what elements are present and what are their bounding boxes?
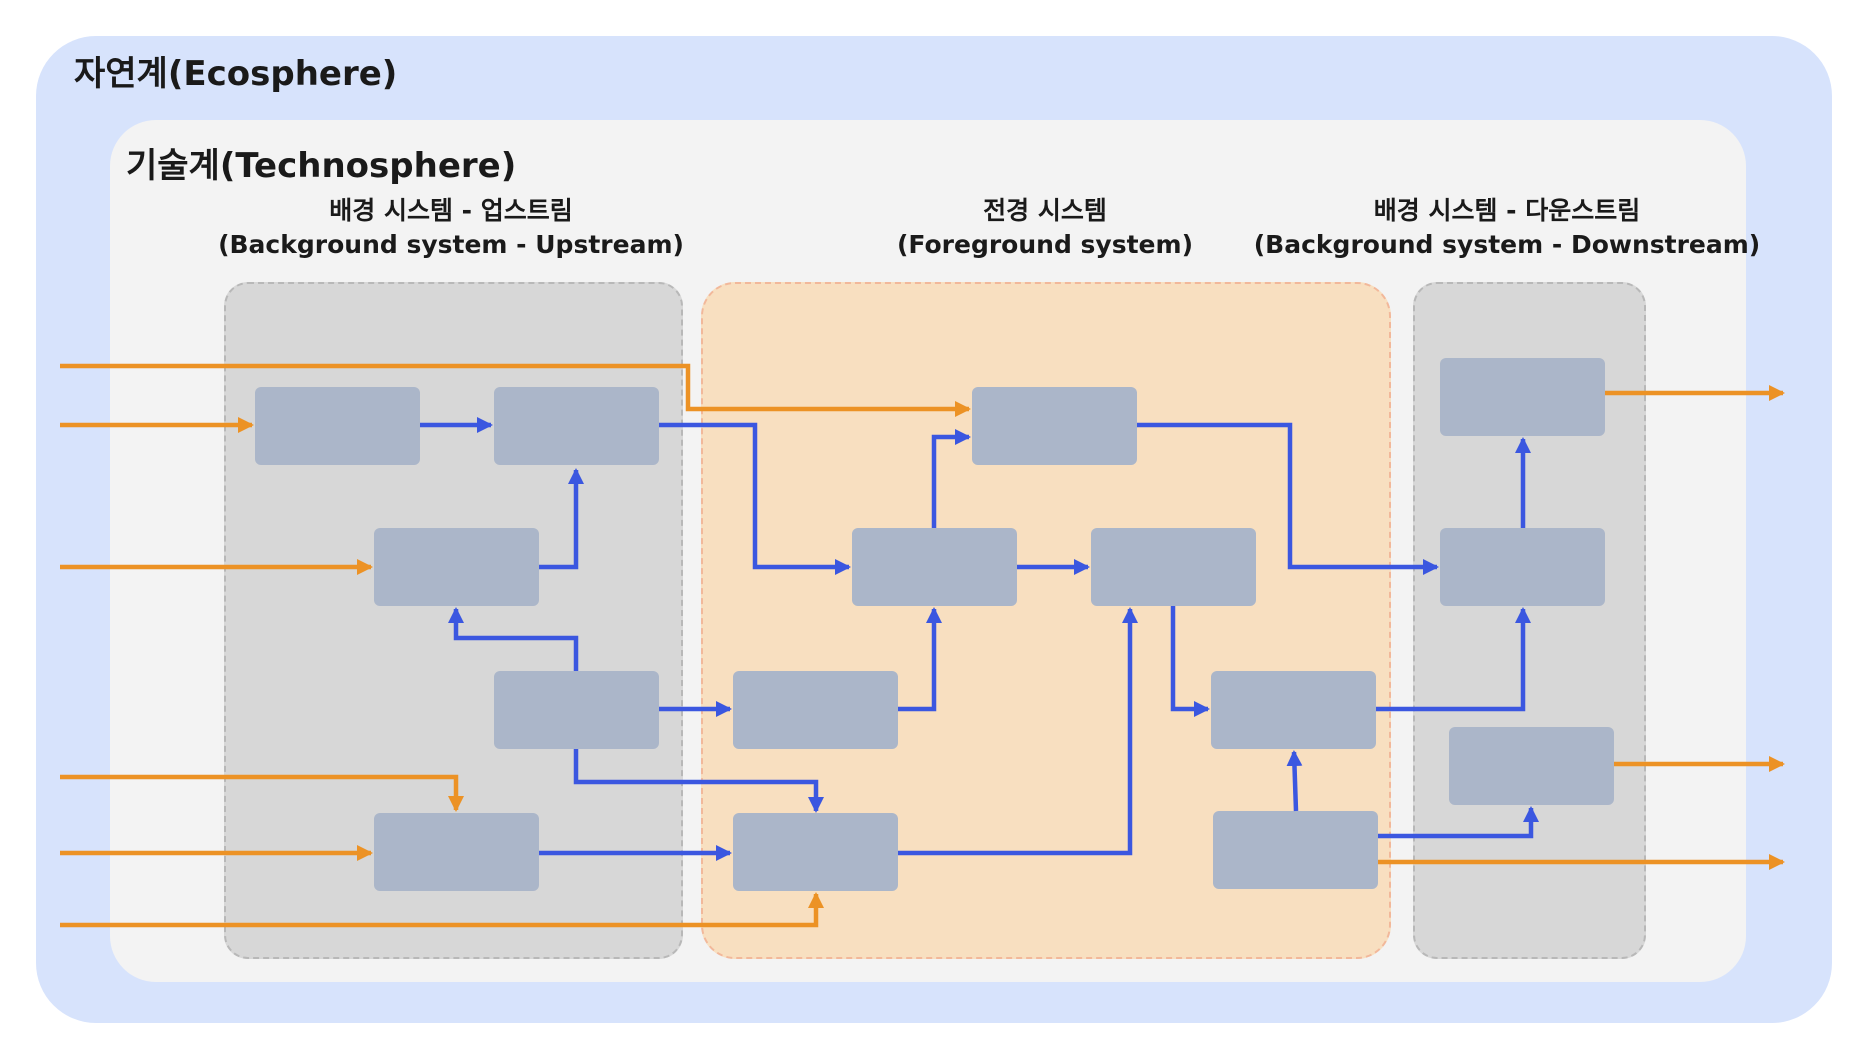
upstream-title-en: (Background system - Upstream) — [218, 230, 684, 259]
ecosphere-label: 자연계(Ecosphere) — [74, 54, 398, 94]
process-box — [1091, 528, 1256, 606]
process-box — [1213, 811, 1378, 889]
technosphere-flow-arrow — [1376, 607, 1531, 712]
foreground-title-ko: 전경 시스템 — [983, 196, 1107, 225]
process-box — [733, 671, 898, 749]
process-box — [1440, 528, 1605, 606]
foreground-title: 전경 시스템 (Foreground system) — [897, 194, 1193, 262]
technosphere-flow-arrow — [931, 429, 971, 528]
downstream-title: 배경 시스템 - 다운스트림 (Background system - Down… — [1254, 194, 1760, 262]
process-box — [852, 528, 1017, 606]
process-box — [972, 387, 1137, 465]
technosphere-flow-arrow — [573, 749, 824, 813]
technosphere-label: 기술계(Technosphere) — [126, 146, 517, 186]
elementary-flow-arrow — [60, 363, 971, 417]
upstream-title-ko: 배경 시스템 - 업스트림 — [329, 196, 573, 225]
downstream-title-ko: 배경 시스템 - 다운스트림 — [1373, 196, 1641, 225]
technosphere-flow-arrow — [1170, 606, 1210, 717]
technosphere-flow-arrow — [898, 607, 1138, 856]
technosphere-flow-arrow — [659, 422, 851, 575]
process-box — [1440, 358, 1605, 436]
process-box — [1211, 671, 1376, 749]
upstream-title: 배경 시스템 - 업스트림 (Background system - Upstr… — [218, 194, 684, 262]
process-box — [733, 813, 898, 891]
downstream-title-en: (Background system - Downstream) — [1253, 230, 1761, 259]
process-box — [374, 528, 539, 606]
technosphere-flow-arrow — [539, 468, 584, 570]
process-box — [1449, 727, 1614, 805]
elementary-flow-arrow — [60, 774, 464, 812]
foreground-title-en: (Foreground system) — [897, 230, 1193, 259]
process-box — [494, 671, 659, 749]
process-box — [255, 387, 420, 465]
process-box — [374, 813, 539, 891]
technosphere-flow-arrow — [1378, 806, 1539, 839]
process-box — [494, 387, 659, 465]
technosphere-flow-arrow — [1286, 750, 1303, 812]
technosphere-flow-arrow — [898, 607, 942, 712]
elementary-flow-arrow — [60, 892, 824, 928]
technosphere-flow-arrow — [448, 607, 579, 671]
technosphere-flow-arrow — [1137, 422, 1439, 575]
